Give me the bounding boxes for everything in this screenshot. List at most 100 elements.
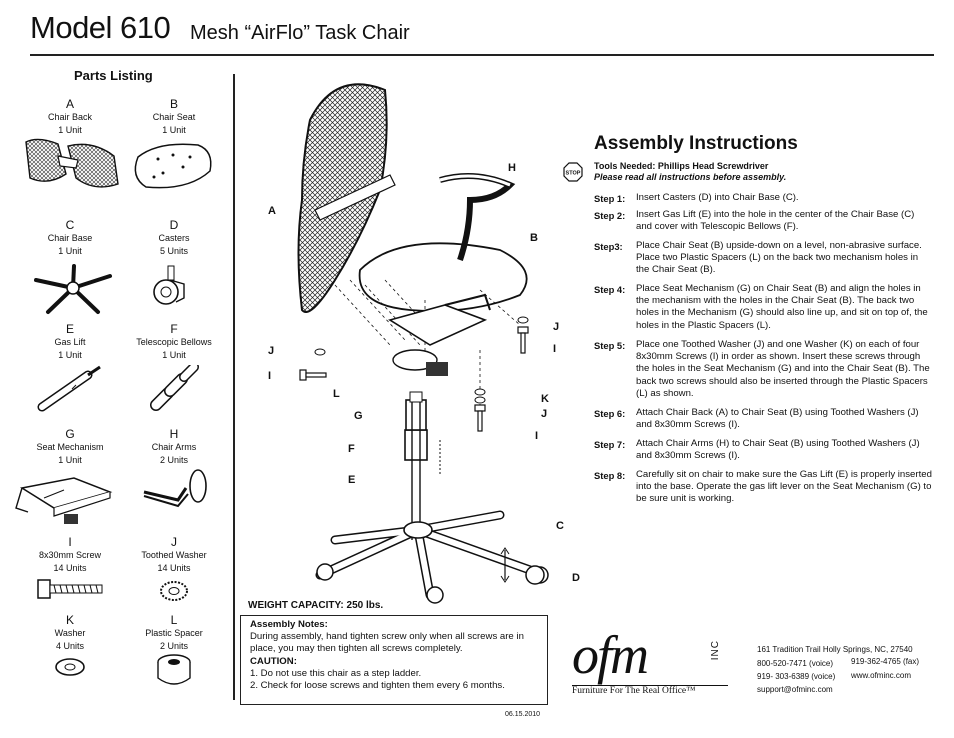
part-letter: B [169, 97, 178, 111]
step-label: Step 8: [594, 470, 626, 481]
company-website: www.ofminc.com [851, 671, 912, 680]
company-logo-inc: INC [710, 640, 721, 661]
weight-capacity: WEIGHT CAPACITY: 250 lbs. [248, 600, 384, 611]
callout-j3: J [541, 408, 548, 420]
part-name: Gas Lift [54, 337, 86, 347]
gas-lift-image [37, 365, 101, 412]
part-letter: H [169, 427, 179, 441]
part-k: K Washer 4 Units [10, 613, 130, 653]
part-a: A Chair Back 1 Unit [10, 97, 130, 137]
chair-arms-image [143, 469, 207, 508]
part-c: C Chair Base 1 Unit [10, 218, 130, 258]
column-divider [233, 74, 235, 700]
part-qty: 2 Units [159, 641, 188, 651]
part-i: I 8x30mm Screw 14 Units [10, 535, 130, 575]
step-text: Place Seat Mechanism (G) on Chair Seat (… [636, 283, 928, 331]
part-e: E Gas Lift 1 Unit [10, 322, 130, 362]
caution-title: CAUTION: [250, 655, 297, 667]
callout-k: K [541, 393, 549, 405]
chair-seat-image [134, 143, 212, 189]
part-name: Washer [54, 628, 86, 638]
step-label: Step 1: [594, 193, 626, 204]
callout-c: C [556, 520, 564, 532]
part-name: 8x30mm Screw [38, 550, 101, 560]
step-text: Insert Casters (D) into Chair Base (C). [636, 192, 799, 203]
chair-base-image [34, 264, 112, 314]
parts-listing-title: Parts Listing [74, 68, 153, 83]
part-letter: G [65, 427, 75, 441]
step-text: Place Chair Seat (B) upside-down on a le… [636, 240, 922, 276]
step-label: Step3: [594, 241, 623, 252]
part-qty: 1 Unit [58, 246, 82, 256]
part-l: L Plastic Spacer 2 Units [114, 613, 234, 653]
caution-item: 2. Check for loose screws and tighten th… [250, 680, 505, 692]
header-divider [30, 54, 934, 56]
company-address: 161 Tradition Trail Holly Springs, NC, 2… [757, 645, 913, 654]
step-text: Attach Chair Arms (H) to Chair Seat (B) … [636, 438, 920, 462]
part-qty: 4 Units [55, 641, 84, 651]
step-text: Insert Gas Lift (E) into the hole in the… [636, 209, 915, 233]
callout-f: F [348, 443, 355, 455]
part-name: Seat Mechanism [36, 442, 104, 452]
part-name: Plastic Spacer [145, 628, 203, 638]
step-label: Step 6: [594, 408, 626, 419]
part-qty: 2 Units [159, 455, 188, 465]
part-qty: 1 Unit [162, 125, 186, 135]
part-qty: 14 Units [53, 563, 87, 573]
part-g: G Seat Mechanism 1 Unit [10, 427, 130, 467]
part-qty: 1 Unit [58, 455, 82, 465]
callout-e: E [348, 474, 356, 486]
company-phone-2: 919- 303-6389 (voice) [757, 672, 836, 681]
part-letter: J [171, 535, 177, 549]
read-instructions-note: Please read all instructions before asse… [594, 172, 787, 182]
callout-i2: I [268, 370, 272, 382]
part-letter: F [170, 322, 178, 336]
callout-i1: I [553, 343, 557, 355]
part-letter: D [169, 218, 179, 232]
part-h: H Chair Arms 2 Units [114, 427, 234, 467]
stop-sign-icon: STOP [563, 162, 583, 182]
part-letter: K [65, 613, 74, 627]
part-letter: A [65, 97, 74, 111]
step-text: Carefully sit on chair to make sure the … [636, 469, 932, 505]
caution-item: 1. Do not use this chair as a step ladde… [250, 667, 422, 679]
stop-sign-text: STOP [566, 171, 581, 177]
callout-d: D [572, 572, 580, 584]
caster-image [153, 265, 185, 305]
part-qty: 5 Units [159, 246, 188, 256]
company-logo: ofm [572, 625, 649, 685]
step-label: Step 4: [594, 284, 626, 295]
exploded-assembly-diagram [297, 83, 549, 604]
screw-image [37, 579, 103, 599]
company-tagline: Furniture For The Real Office™ [572, 686, 696, 696]
callout-i3: I [535, 430, 539, 442]
callout-l: L [333, 388, 340, 400]
part-letter: E [65, 322, 74, 336]
step-text: Attach Chair Back (A) to Chair Seat (B) … [636, 407, 919, 431]
assembly-instructions-title: Assembly Instructions [594, 133, 798, 154]
logo-underline [572, 685, 728, 686]
callout-a: A [268, 205, 276, 217]
telescopic-bellows-image [150, 365, 199, 411]
model-subtitle: Mesh “AirFlo” Task Chair [190, 22, 410, 44]
washer-image [55, 658, 85, 676]
part-name: Chair Seat [152, 112, 196, 122]
plastic-spacer-image [157, 654, 191, 685]
part-qty: 1 Unit [162, 350, 186, 360]
tools-needed: Tools Needed: Phillips Head Screwdriver [594, 161, 769, 171]
chair-back-image [25, 138, 119, 188]
part-d: D Casters 5 Units [114, 218, 234, 258]
notes-title: Assembly Notes: [250, 619, 328, 630]
callout-h: H [508, 162, 516, 174]
part-qty: 14 Units [157, 563, 191, 573]
part-name: Casters [158, 233, 190, 243]
company-phone: 800-520-7471 (voice) [757, 659, 834, 668]
assembly-notes-box: Assembly Notes: During assembly, hand ti… [240, 615, 548, 705]
document-date: 06.15.2010 [505, 711, 541, 718]
part-f: F Telescopic Bellows 1 Unit [114, 322, 234, 362]
company-email: support@ofminc.com [757, 685, 833, 694]
part-name: Chair Arms [151, 442, 197, 452]
part-name: Telescopic Bellows [136, 337, 212, 347]
step-text: Place one Toothed Washer (J) and one Was… [636, 339, 930, 399]
step-label: Step 5: [594, 340, 626, 351]
